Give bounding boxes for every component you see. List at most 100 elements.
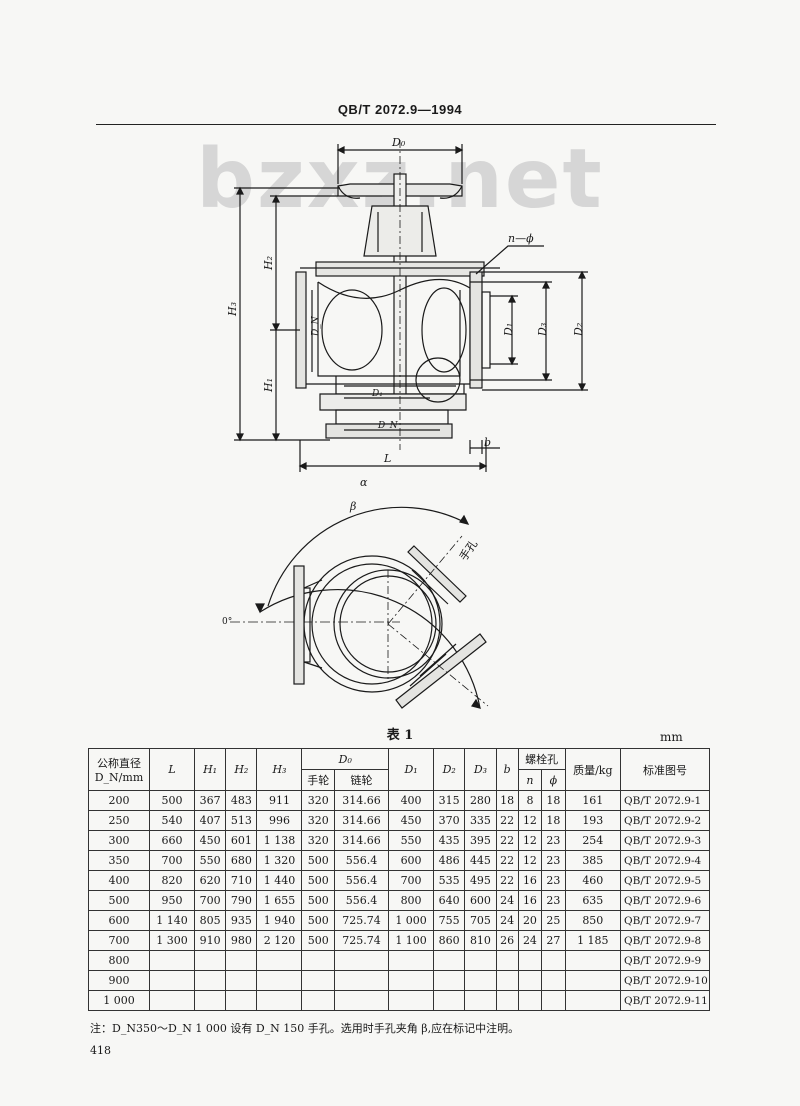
table-cell: 20 — [517, 910, 543, 931]
table-cell — [388, 950, 435, 971]
table-cell — [495, 970, 519, 991]
cell-nominal-diameter: 800 — [88, 950, 150, 971]
table-cell: 460 — [564, 870, 622, 891]
table-cell: 16 — [517, 870, 543, 891]
table-cell: 486 — [433, 850, 466, 871]
table-cell: 705 — [464, 910, 497, 931]
table-cell: 550 — [388, 830, 435, 851]
table-cell — [517, 950, 543, 971]
cell-standard-drawing: QB/T 2072.9-8 — [620, 930, 710, 951]
cell-standard-drawing: QB/T 2072.9-6 — [620, 890, 710, 911]
table-cell: 483 — [225, 790, 258, 811]
cell-standard-drawing: QB/T 2072.9-1 — [620, 790, 710, 811]
table-cell: 850 — [564, 910, 622, 931]
table-cell: 26 — [495, 930, 519, 951]
alpha-label: α — [360, 476, 368, 489]
table-cell: 22 — [495, 810, 519, 831]
table-cell: 1 300 — [149, 930, 195, 951]
table-cell — [564, 990, 622, 1011]
table-cell: 635 — [564, 890, 622, 911]
header-n: n — [517, 769, 543, 791]
table-cell: 320 — [301, 790, 336, 811]
header-mass: 质量/kg — [564, 748, 622, 791]
table-cell: 996 — [256, 810, 303, 831]
beta-arc — [267, 506, 469, 607]
table-cell: 335 — [464, 810, 497, 831]
valve-elevation-drawing: D₀ n—ϕ H₃ H₂ H₁ D_N D₁ D_N D₁ D₃ D₂ b L — [226, 136, 588, 472]
table-cell: 1 320 — [256, 850, 303, 871]
header-phi: ϕ — [541, 769, 566, 791]
table-cell — [495, 950, 519, 971]
h3-label: H₃ — [226, 302, 239, 317]
table-cell: 556.4 — [334, 870, 390, 891]
table-cell: 725.74 — [334, 930, 390, 951]
alpha-arc — [259, 589, 481, 709]
table-cell: 1 655 — [256, 890, 303, 911]
table-cell: 601 — [225, 830, 258, 851]
table-cell: 495 — [464, 870, 497, 891]
table-cell: 500 — [301, 910, 336, 931]
cell-nominal-diameter: 350 — [88, 850, 150, 871]
page-number: 418 — [90, 1044, 111, 1057]
table-cell — [433, 970, 466, 991]
handhole-flange — [407, 545, 467, 603]
table-cell: 820 — [149, 870, 195, 891]
table-cell — [564, 950, 622, 971]
table-cell: 22 — [495, 830, 519, 851]
table-cell — [464, 990, 497, 1011]
table-cell — [193, 990, 227, 1011]
header-rule — [96, 124, 716, 125]
table-cell: 540 — [149, 810, 195, 831]
table-cell: 12 — [517, 810, 543, 831]
table-cell: 1 000 — [388, 910, 435, 931]
table-cell — [541, 990, 566, 1011]
table-cell: 500 — [301, 890, 336, 911]
table-cell — [464, 950, 497, 971]
table-cell — [256, 950, 303, 971]
table-cell: 725.74 — [334, 910, 390, 931]
table-cell — [301, 970, 336, 991]
cell-nominal-diameter: 250 — [88, 810, 150, 831]
table-cell: 500 — [301, 930, 336, 951]
l-label: L — [383, 452, 391, 465]
cell-standard-drawing: QB/T 2072.9-2 — [620, 810, 710, 831]
table-cell: 556.4 — [334, 850, 390, 871]
table-cell — [433, 950, 466, 971]
table-cell — [541, 950, 566, 971]
table-cell — [256, 970, 303, 991]
table-cell — [564, 970, 622, 991]
table-cell: 1 140 — [149, 910, 195, 931]
cell-standard-drawing: QB/T 2072.9-9 — [620, 950, 710, 971]
table-cell — [301, 950, 336, 971]
header-h2: H₂ — [225, 748, 258, 791]
table-cell: 640 — [433, 890, 466, 911]
table-cell: 1 440 — [256, 870, 303, 891]
d3-label: D₃ — [536, 323, 549, 337]
cell-standard-drawing: QB/T 2072.9-5 — [620, 870, 710, 891]
table-cell: 254 — [564, 830, 622, 851]
cell-standard-drawing: QB/T 2072.9-3 — [620, 830, 710, 851]
zero-deg-label: 0° — [222, 617, 232, 627]
cell-nominal-diameter: 700 — [88, 930, 150, 951]
cell-standard-drawing: QB/T 2072.9-10 — [620, 970, 710, 991]
table-cell: 911 — [256, 790, 303, 811]
header-d2: D₂ — [433, 748, 466, 791]
table-cell: 980 — [225, 930, 258, 951]
table-cell: 23 — [541, 830, 566, 851]
table-cell: 1 100 — [388, 930, 435, 951]
table-cell: 12 — [517, 830, 543, 851]
cell-nominal-diameter: 600 — [88, 910, 150, 931]
plan-flange-left — [293, 565, 305, 685]
dn-bottom-label: D_N — [377, 421, 399, 431]
table-cell: 620 — [193, 870, 227, 891]
table-cell: 1 940 — [256, 910, 303, 931]
table-cell: 385 — [564, 850, 622, 871]
cell-standard-drawing: QB/T 2072.9-11 — [620, 990, 710, 1011]
table-cell: 12 — [517, 850, 543, 871]
table-cell — [334, 970, 390, 991]
